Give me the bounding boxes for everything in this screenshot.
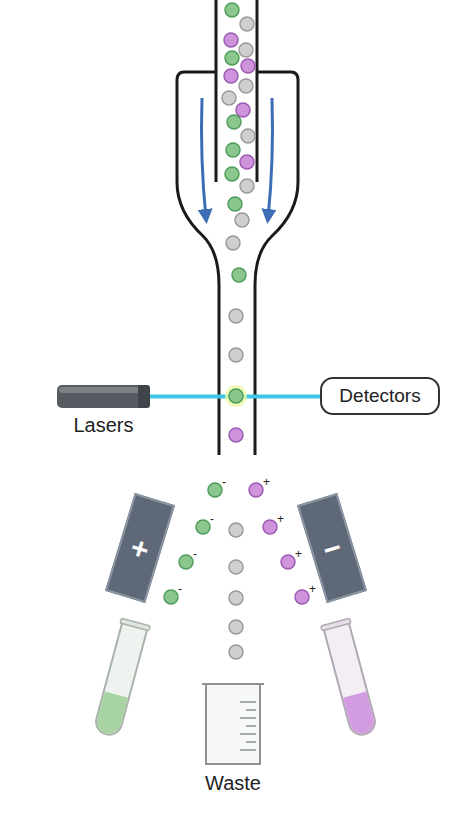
cell	[281, 555, 295, 569]
cell	[229, 309, 243, 323]
charge-sign: +	[309, 583, 316, 595]
cell	[241, 59, 255, 73]
cell	[232, 268, 246, 282]
laser-body	[57, 385, 150, 408]
charge-sign: +	[295, 548, 302, 560]
cell	[229, 560, 243, 574]
laser-device: Lasers	[57, 385, 150, 408]
charge-sign: -	[222, 476, 226, 488]
cell	[225, 167, 239, 181]
cell	[224, 33, 238, 47]
cell	[240, 17, 254, 31]
cell	[225, 3, 239, 17]
cells	[164, 3, 309, 659]
detector-box: Detectors	[320, 377, 440, 415]
cell	[239, 43, 253, 57]
cell	[263, 520, 277, 534]
node-label: Lasers	[73, 414, 133, 436]
cell	[229, 620, 243, 634]
purple-tube	[321, 618, 380, 738]
beaker-body	[200, 680, 266, 766]
charge-sign: -	[193, 548, 197, 560]
cell	[229, 428, 243, 442]
charge-sign: +	[263, 476, 270, 488]
cell	[196, 520, 210, 534]
cell	[236, 103, 250, 117]
charge-sign: -	[178, 583, 182, 595]
cell	[295, 590, 309, 604]
charge-sign: +	[277, 513, 284, 525]
positive-plate: +	[105, 493, 175, 603]
cell	[225, 51, 239, 65]
cell	[228, 197, 242, 211]
charge-sign: -	[210, 513, 214, 525]
cell	[229, 523, 243, 537]
cell	[229, 645, 243, 659]
cell	[164, 590, 178, 604]
waste-beaker: Waste	[200, 680, 266, 766]
cell	[239, 79, 253, 93]
cell	[235, 213, 249, 227]
plate-charge: +	[127, 530, 153, 567]
plate-charge: −	[319, 530, 345, 567]
cell	[226, 143, 240, 157]
cell	[249, 483, 263, 497]
sheath-flow-arrows	[202, 98, 273, 218]
cell	[224, 69, 238, 83]
cell	[229, 348, 243, 362]
cell	[179, 555, 193, 569]
cell	[208, 483, 222, 497]
node-label: Detectors	[339, 386, 420, 407]
cell	[227, 115, 241, 129]
cell	[241, 129, 255, 143]
cell	[229, 591, 243, 605]
negative-plate: −	[297, 493, 367, 603]
cell	[222, 91, 236, 105]
nozzle-outline	[177, 0, 298, 455]
node-label: Waste	[205, 772, 261, 794]
green-tube	[91, 618, 150, 738]
cell	[240, 155, 254, 169]
cell	[240, 179, 254, 193]
cell	[226, 236, 240, 250]
